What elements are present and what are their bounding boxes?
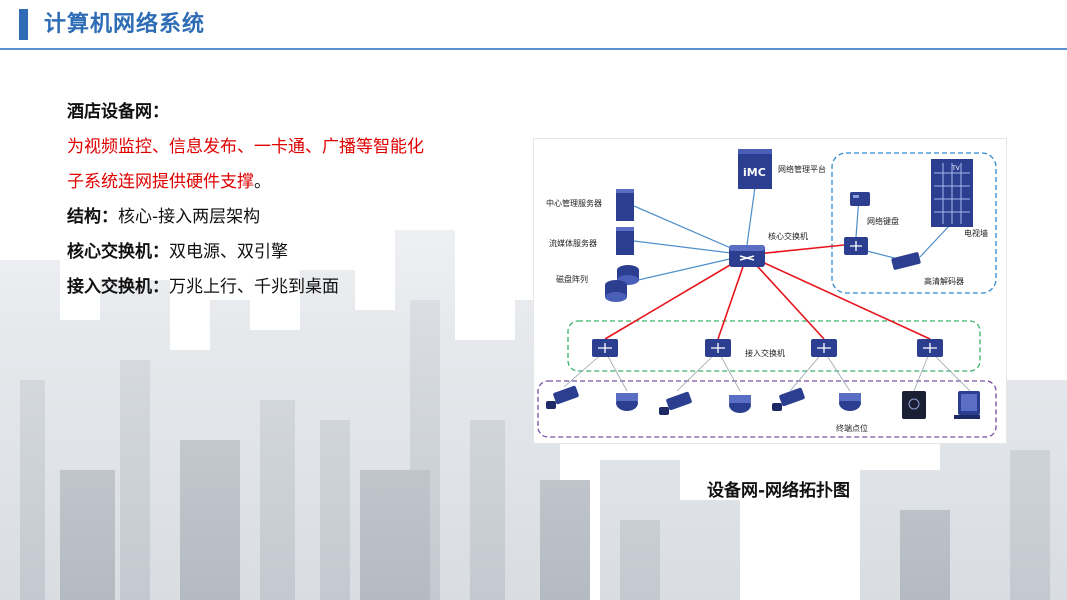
- access-group-frame: [567, 320, 981, 372]
- red-line-1: 为视频监控、信息发布、一卡通、广播等智能化: [67, 137, 424, 157]
- card-reader-icon: [902, 391, 926, 419]
- topology-svg: iMC 网络管理平台 中心管理服务器 流媒体服务器 磁盘阵列: [537, 149, 997, 438]
- core-label: 核心交换机：: [67, 242, 169, 262]
- display-group-frame: [831, 152, 997, 294]
- heading-line: 酒店设备网：: [67, 95, 487, 130]
- disk-array-icon: [605, 265, 639, 302]
- dome-camera-icon: [616, 393, 638, 411]
- bullet-camera-icon: [772, 387, 805, 411]
- bullet-camera-icon: [546, 385, 579, 409]
- terminal-group-frame: [537, 380, 997, 438]
- nms-logo: iMC: [743, 166, 766, 179]
- monitor-icon: [954, 391, 980, 419]
- slide-header: 计算机网络系统: [0, 0, 1067, 50]
- description-block: 酒店设备网： 为视频监控、信息发布、一卡通、广播等智能化 子系统连网提供硬件支撑…: [67, 95, 487, 305]
- keyboard-label: 网络键盘: [867, 216, 899, 226]
- access-switch-icon: [917, 339, 943, 357]
- display-switch-icon: [844, 237, 868, 255]
- dome-camera-icon: [839, 393, 861, 411]
- section-heading: 酒店设备网：: [67, 102, 169, 122]
- core-switch-icon: [729, 245, 765, 267]
- video-wall-icon: TV: [931, 159, 973, 227]
- structure-line: 结构：核心-接入两层架构: [67, 200, 487, 235]
- diagram-caption: 设备网-网络拓扑图: [707, 481, 851, 501]
- title-accent-bar: [19, 9, 28, 40]
- access-switch-label: 接入交换机: [745, 348, 785, 358]
- central-server-label: 中心管理服务器: [546, 198, 602, 208]
- nms-label: 网络管理平台: [778, 164, 826, 174]
- red-line-2-wrapper: 子系统连网提供硬件支撑。: [67, 165, 487, 200]
- core-switch-label: 核心交换机: [768, 231, 808, 241]
- page-title: 计算机网络系统: [44, 12, 206, 37]
- red-line-2-end: 。: [254, 172, 271, 192]
- topology-diagram: iMC 网络管理平台 中心管理服务器 流媒体服务器 磁盘阵列: [533, 138, 1007, 444]
- terminals-label: 终端点位: [836, 423, 868, 433]
- stream-server-icon: [616, 227, 634, 255]
- structure-label: 结构：: [67, 207, 118, 227]
- video-wall-tag: TV: [951, 165, 961, 172]
- disk-array-label: 磁盘阵列: [556, 274, 588, 284]
- keyboard-icon: [850, 192, 870, 206]
- bullet-camera-icon: [659, 391, 692, 415]
- red-line-2: 子系统连网提供硬件支撑: [67, 172, 254, 192]
- core-switch-line: 核心交换机：双电源、双引擎: [67, 235, 487, 270]
- access-switch-line: 接入交换机：万兆上行、千兆到桌面: [67, 270, 487, 305]
- nms-server-icon: iMC: [738, 149, 772, 189]
- access-switch-icon: [811, 339, 837, 357]
- stream-server-label: 流媒体服务器: [549, 238, 597, 248]
- access-value: 万兆上行、千兆到桌面: [169, 277, 339, 297]
- header-divider: [0, 48, 1067, 50]
- structure-value: 核心-接入两层架构: [118, 207, 261, 227]
- access-label: 接入交换机：: [67, 277, 169, 297]
- central-server-icon: [616, 189, 634, 221]
- access-switch-icon: [705, 339, 731, 357]
- video-wall-label: 电视墙: [964, 228, 988, 238]
- decoder-label: 高清解码器: [924, 276, 964, 286]
- core-value: 双电源、双引擎: [169, 242, 288, 262]
- dome-camera-icon: [729, 395, 751, 413]
- decoder-icon: [891, 252, 921, 270]
- access-switch-icon: [592, 339, 618, 357]
